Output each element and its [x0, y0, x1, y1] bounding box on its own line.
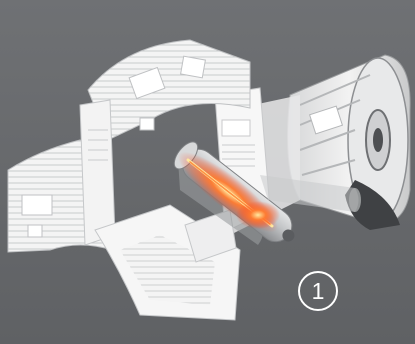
step-number-marker: 1	[298, 271, 338, 311]
